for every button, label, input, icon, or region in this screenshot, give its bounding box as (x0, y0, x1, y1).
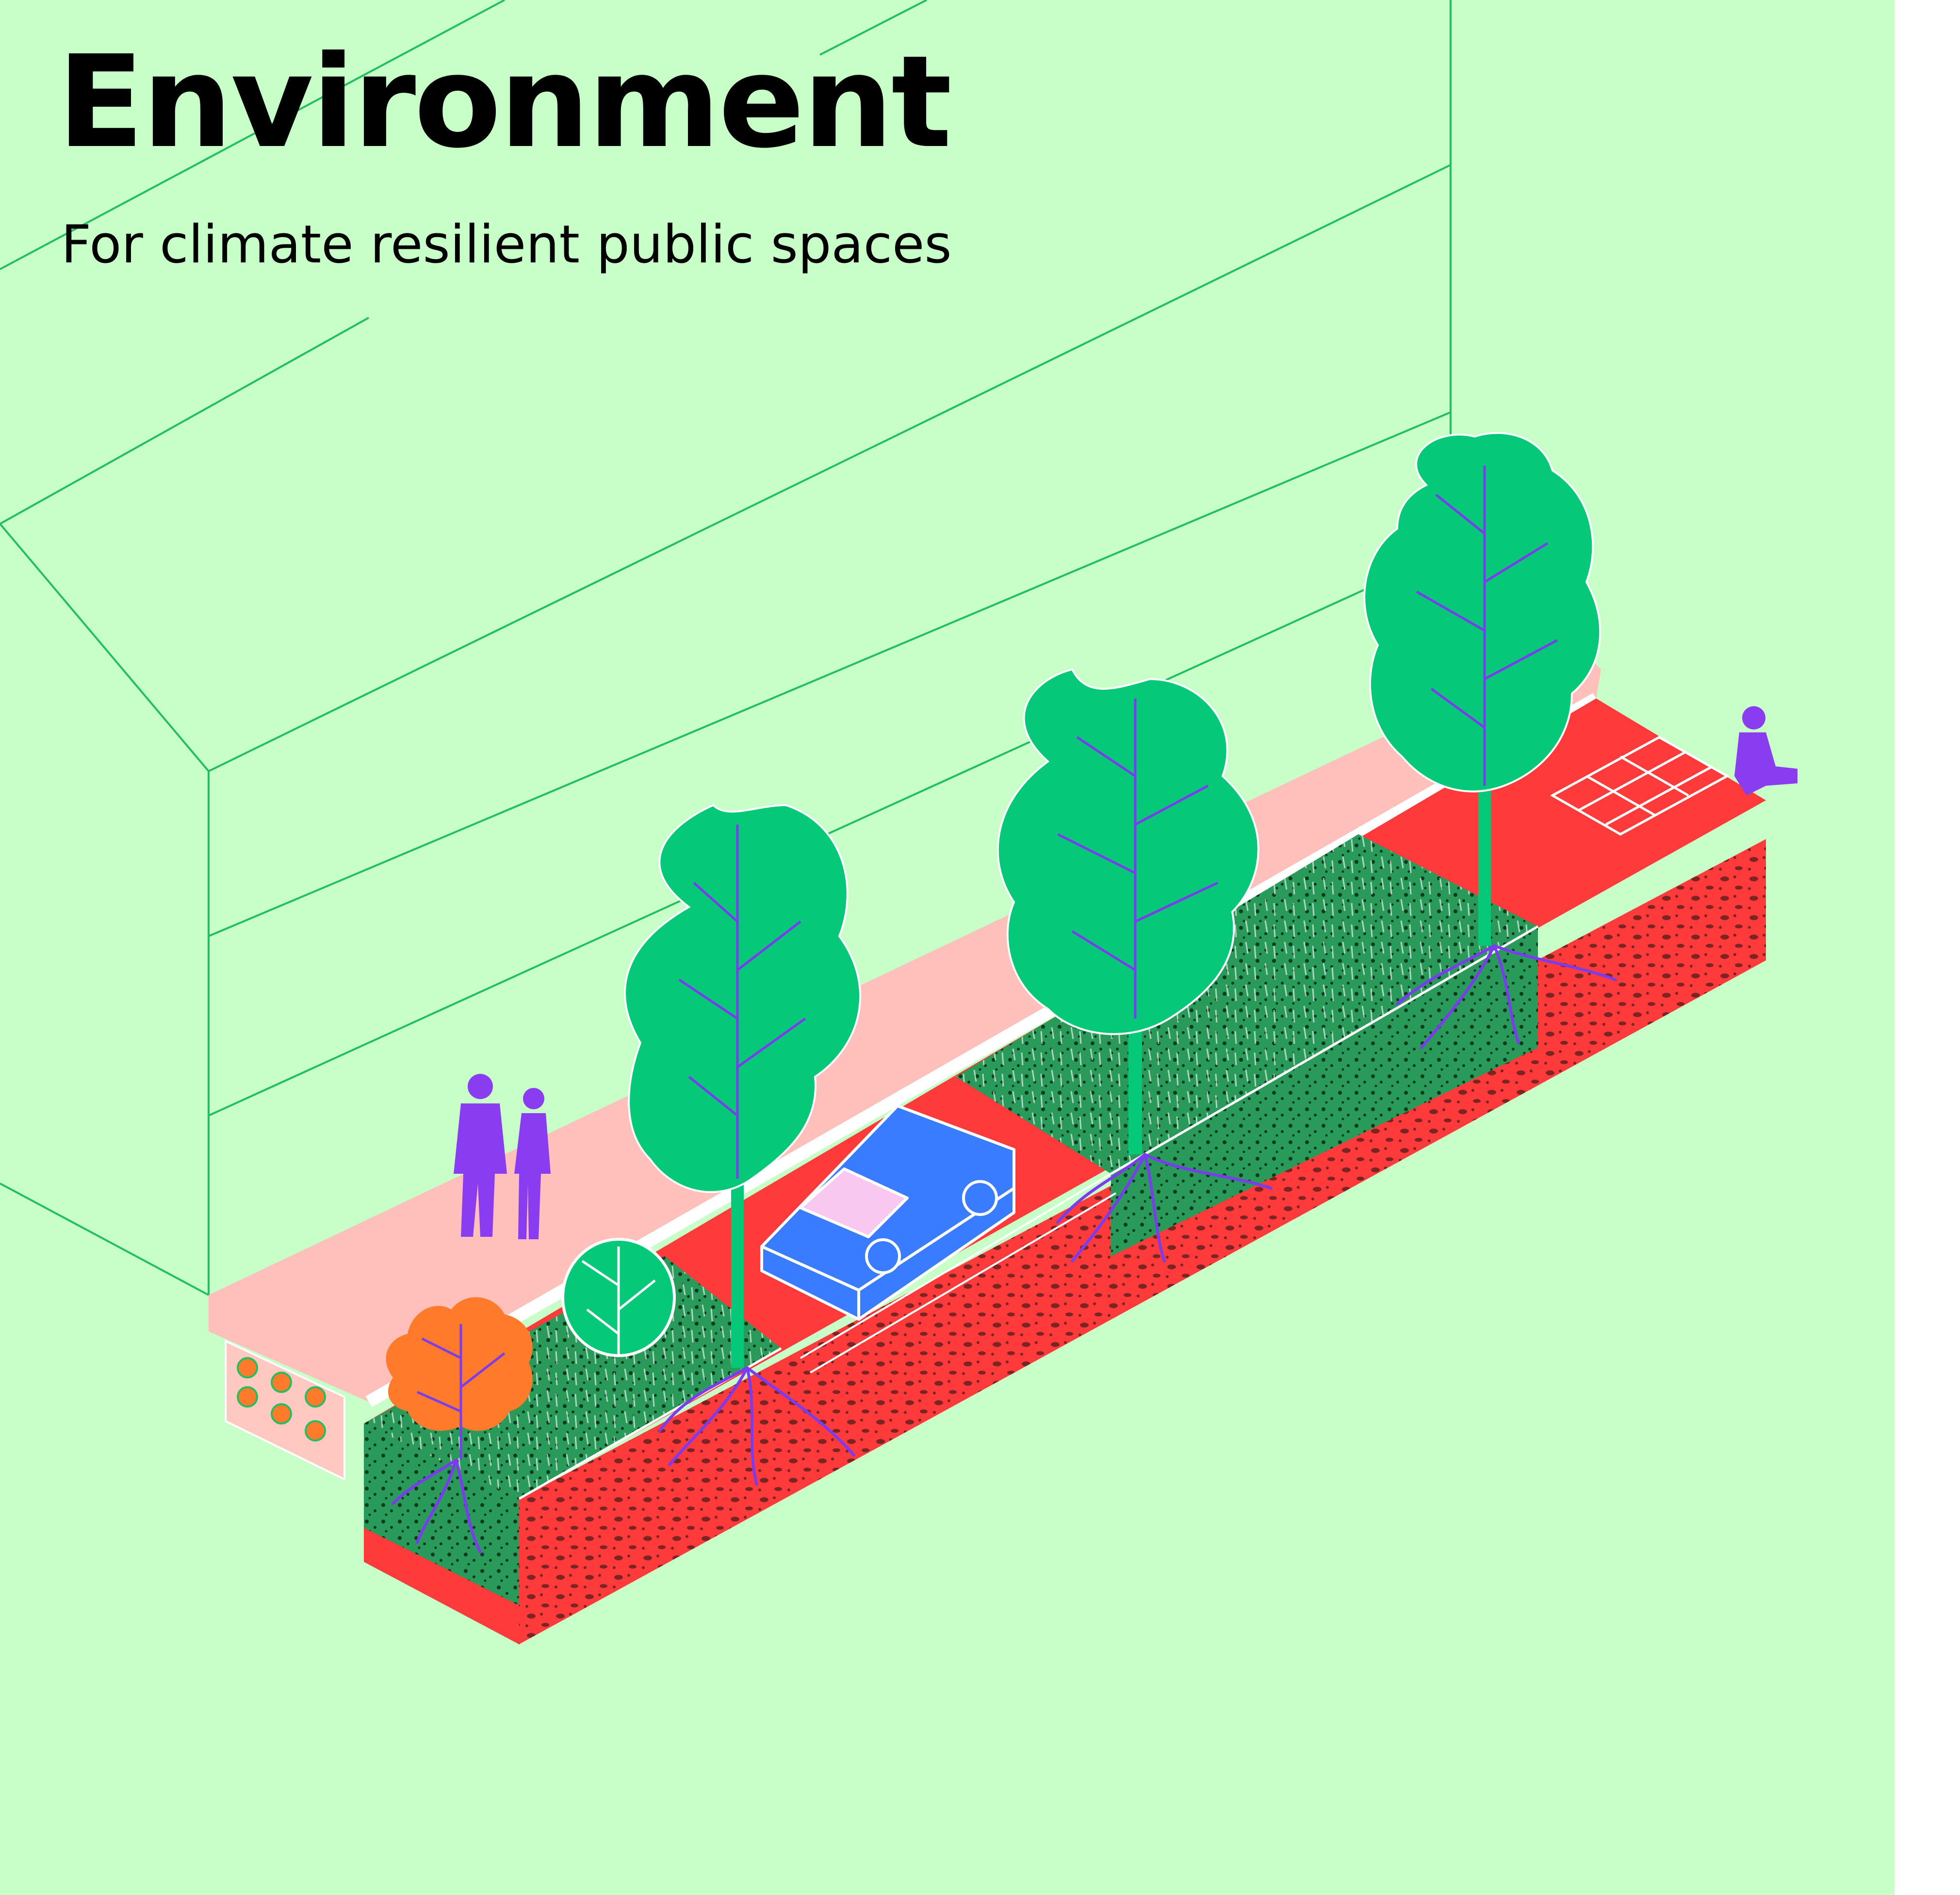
round-shrub (561, 1238, 676, 1357)
tree-left (624, 804, 861, 1368)
parked-car (760, 1104, 1015, 1321)
orange-shrub (386, 1297, 533, 1460)
page-title: Environment (57, 28, 952, 176)
walking-couple (454, 1074, 551, 1239)
tree-right (1363, 432, 1601, 946)
sitting-person (1734, 706, 1797, 795)
bioswale (364, 834, 1539, 1500)
tree-middle (996, 668, 1259, 1154)
poster: Environment For climate resilient public… (0, 0, 1895, 1895)
streetscape-illustration (0, 0, 1797, 1644)
roots (392, 944, 1617, 1554)
paving (800, 736, 1730, 1374)
planter-box (225, 1339, 345, 1481)
page-subtitle: For climate resilient public spaces (61, 214, 952, 275)
